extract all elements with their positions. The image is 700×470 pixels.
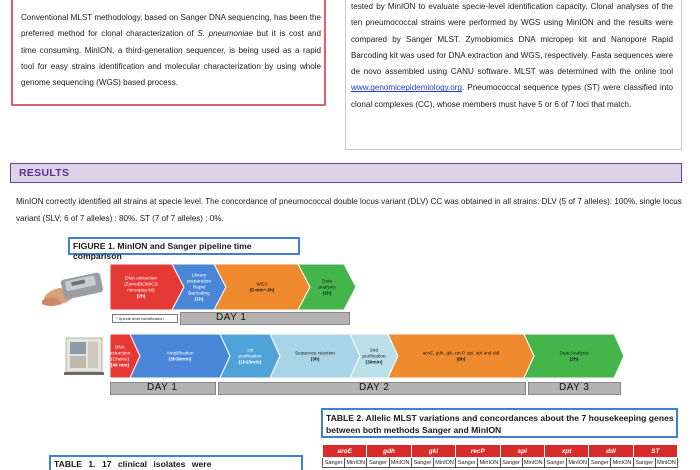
allele-method-header: Sanger [588,457,612,468]
allele-method-header: Sanger [366,457,390,468]
intro-box: Conventional MLST methodology, based on … [11,0,326,106]
sanger-day3-label: DAY 3 [559,382,590,393]
allele-method-header: MinION [654,457,679,468]
results-heading: RESULTS [19,167,70,179]
results-heading-bar: RESULTS [10,163,682,183]
sanger-step-7-arrow [523,333,625,379]
minion-step-4-arrow [297,263,357,311]
sanger-step-7-label: Data Analysis(2h) [559,351,589,363]
allele-method-header: MinION [344,457,368,468]
allele-method-header: MinION [566,457,590,468]
allele-method-header: Sanger [321,457,346,468]
allele-gene-header: aroE [321,444,368,458]
table2-title: TABLE 2. Allelic MLST variations and con… [321,408,678,438]
allele-method-header: Sanger [632,457,656,468]
sanger-step-2-label: Amplification(3h30min) [166,351,194,363]
allele-gene-header: spi [499,444,545,458]
minion-day-label: DAY 1 [216,312,247,323]
sanger-day2-label: DAY 2 [359,382,390,393]
sanger-day2-bar: DAY 2 [218,382,526,395]
sanger-day1-bar: DAY 1 [110,382,216,395]
allele-method-header: Sanger [455,457,479,468]
minion-day-bar: DAY 1 [180,312,350,325]
sanger-step-6-label: aroE, gdh, gki, recP, spi, xpt and ddl(6… [423,351,499,363]
allele-method-header: Sanger [499,457,523,468]
results-text: MinION correctly identified all strains … [16,197,682,223]
allele-gene-header: recP [455,444,501,458]
sanger-step-4-label: Sequence reaction(3h) [295,351,335,363]
allele-method-header: Sanger [543,457,568,468]
allele-gene-header: ddl [588,444,634,458]
intro-text: Conventional MLST methodology, based on … [21,13,321,88]
minion-device-image [42,272,104,306]
allele-method-header: MinION [388,457,412,468]
allele-gene-header: xpt [543,444,590,458]
allele-gene-header: ST [632,444,679,458]
allele-method-header: MinION [432,457,457,468]
sanger-day1-label: DAY 1 [147,382,178,393]
minion-step-3-label: WGS(5 min*-3h) [250,282,275,294]
figure1-title: FIGURE 1. MinION and Sanger pipeline tim… [68,237,300,261]
allele-method-header: MinION [521,457,545,468]
allele-gene-header: gki [410,444,457,458]
allele-method-header: MinION [477,457,501,468]
table1-title: TABLE 1. 17 clinical isolates were [49,455,303,470]
methods-link[interactable]: www.genomicepidemiology.org [351,83,462,93]
sanger-sequencer-image [64,337,104,375]
minion-note: * Specie level identification [112,314,178,323]
methods-text: tested by MinION to evaluate specie-leve… [351,2,673,109]
allele-method-header: Sanger [410,457,434,468]
sanger-day3-bar: DAY 3 [528,382,621,395]
methods-box: tested by MinION to evaluate specie-leve… [345,0,682,150]
allele-gene-header: gdh [366,444,412,458]
allele-method-header: MinION [610,457,634,468]
